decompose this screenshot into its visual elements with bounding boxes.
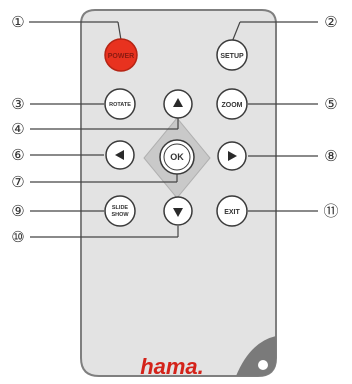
- callout-1: ①: [11, 13, 24, 31]
- zoom-button[interactable]: ZOOM: [216, 88, 248, 120]
- brand-name: hama: [140, 354, 197, 379]
- up-button[interactable]: [163, 89, 193, 119]
- rotate-button[interactable]: ROTATE: [104, 88, 136, 120]
- callout-2: ②: [324, 13, 337, 31]
- arrow-down-icon: [173, 208, 183, 217]
- ok-button[interactable]: OK: [159, 139, 195, 175]
- callout-8: ⑧: [324, 147, 337, 165]
- callout-7: ⑦: [11, 173, 24, 191]
- power-button[interactable]: POWER: [104, 38, 138, 72]
- setup-button-label: SETUP: [220, 53, 244, 60]
- left-button[interactable]: [105, 140, 135, 170]
- callout-9: ⑨: [11, 202, 24, 220]
- callout-6: ⑥: [11, 146, 24, 164]
- ok-button-label: OK: [170, 152, 184, 162]
- callout-10: ⑩: [11, 228, 24, 246]
- callout-11: ⑪: [323, 202, 338, 220]
- zoom-button-label: ZOOM: [222, 102, 243, 109]
- slideshow-button[interactable]: SLIDE SHOW: [104, 195, 136, 227]
- exit-button-label: EXIT: [224, 209, 240, 216]
- slideshow-button-label-line2: SHOW: [111, 212, 129, 218]
- callout-4: ④: [11, 120, 24, 138]
- callout-5: ⑤: [324, 95, 337, 113]
- down-button[interactable]: [163, 196, 193, 226]
- callout-lines: [29, 21, 318, 238]
- slideshow-button-label-line1: SLIDE: [112, 205, 129, 211]
- arrow-right-icon: [228, 151, 237, 161]
- right-button[interactable]: [217, 141, 247, 171]
- setup-button[interactable]: SETUP: [216, 39, 248, 71]
- leader-2-drop: [231, 21, 241, 43]
- brand-logo: hama.: [140, 354, 204, 379]
- rotate-button-label: ROTATE: [109, 102, 131, 108]
- leader-1-drop: [117, 21, 122, 41]
- power-button-label: POWER: [108, 53, 134, 60]
- exit-button[interactable]: EXIT: [216, 195, 248, 227]
- arrow-left-icon: [115, 150, 124, 160]
- callout-3: ③: [11, 95, 24, 113]
- arrow-up-icon: [173, 98, 183, 107]
- ir-indicator: [258, 360, 268, 370]
- brand-dot: .: [198, 354, 204, 379]
